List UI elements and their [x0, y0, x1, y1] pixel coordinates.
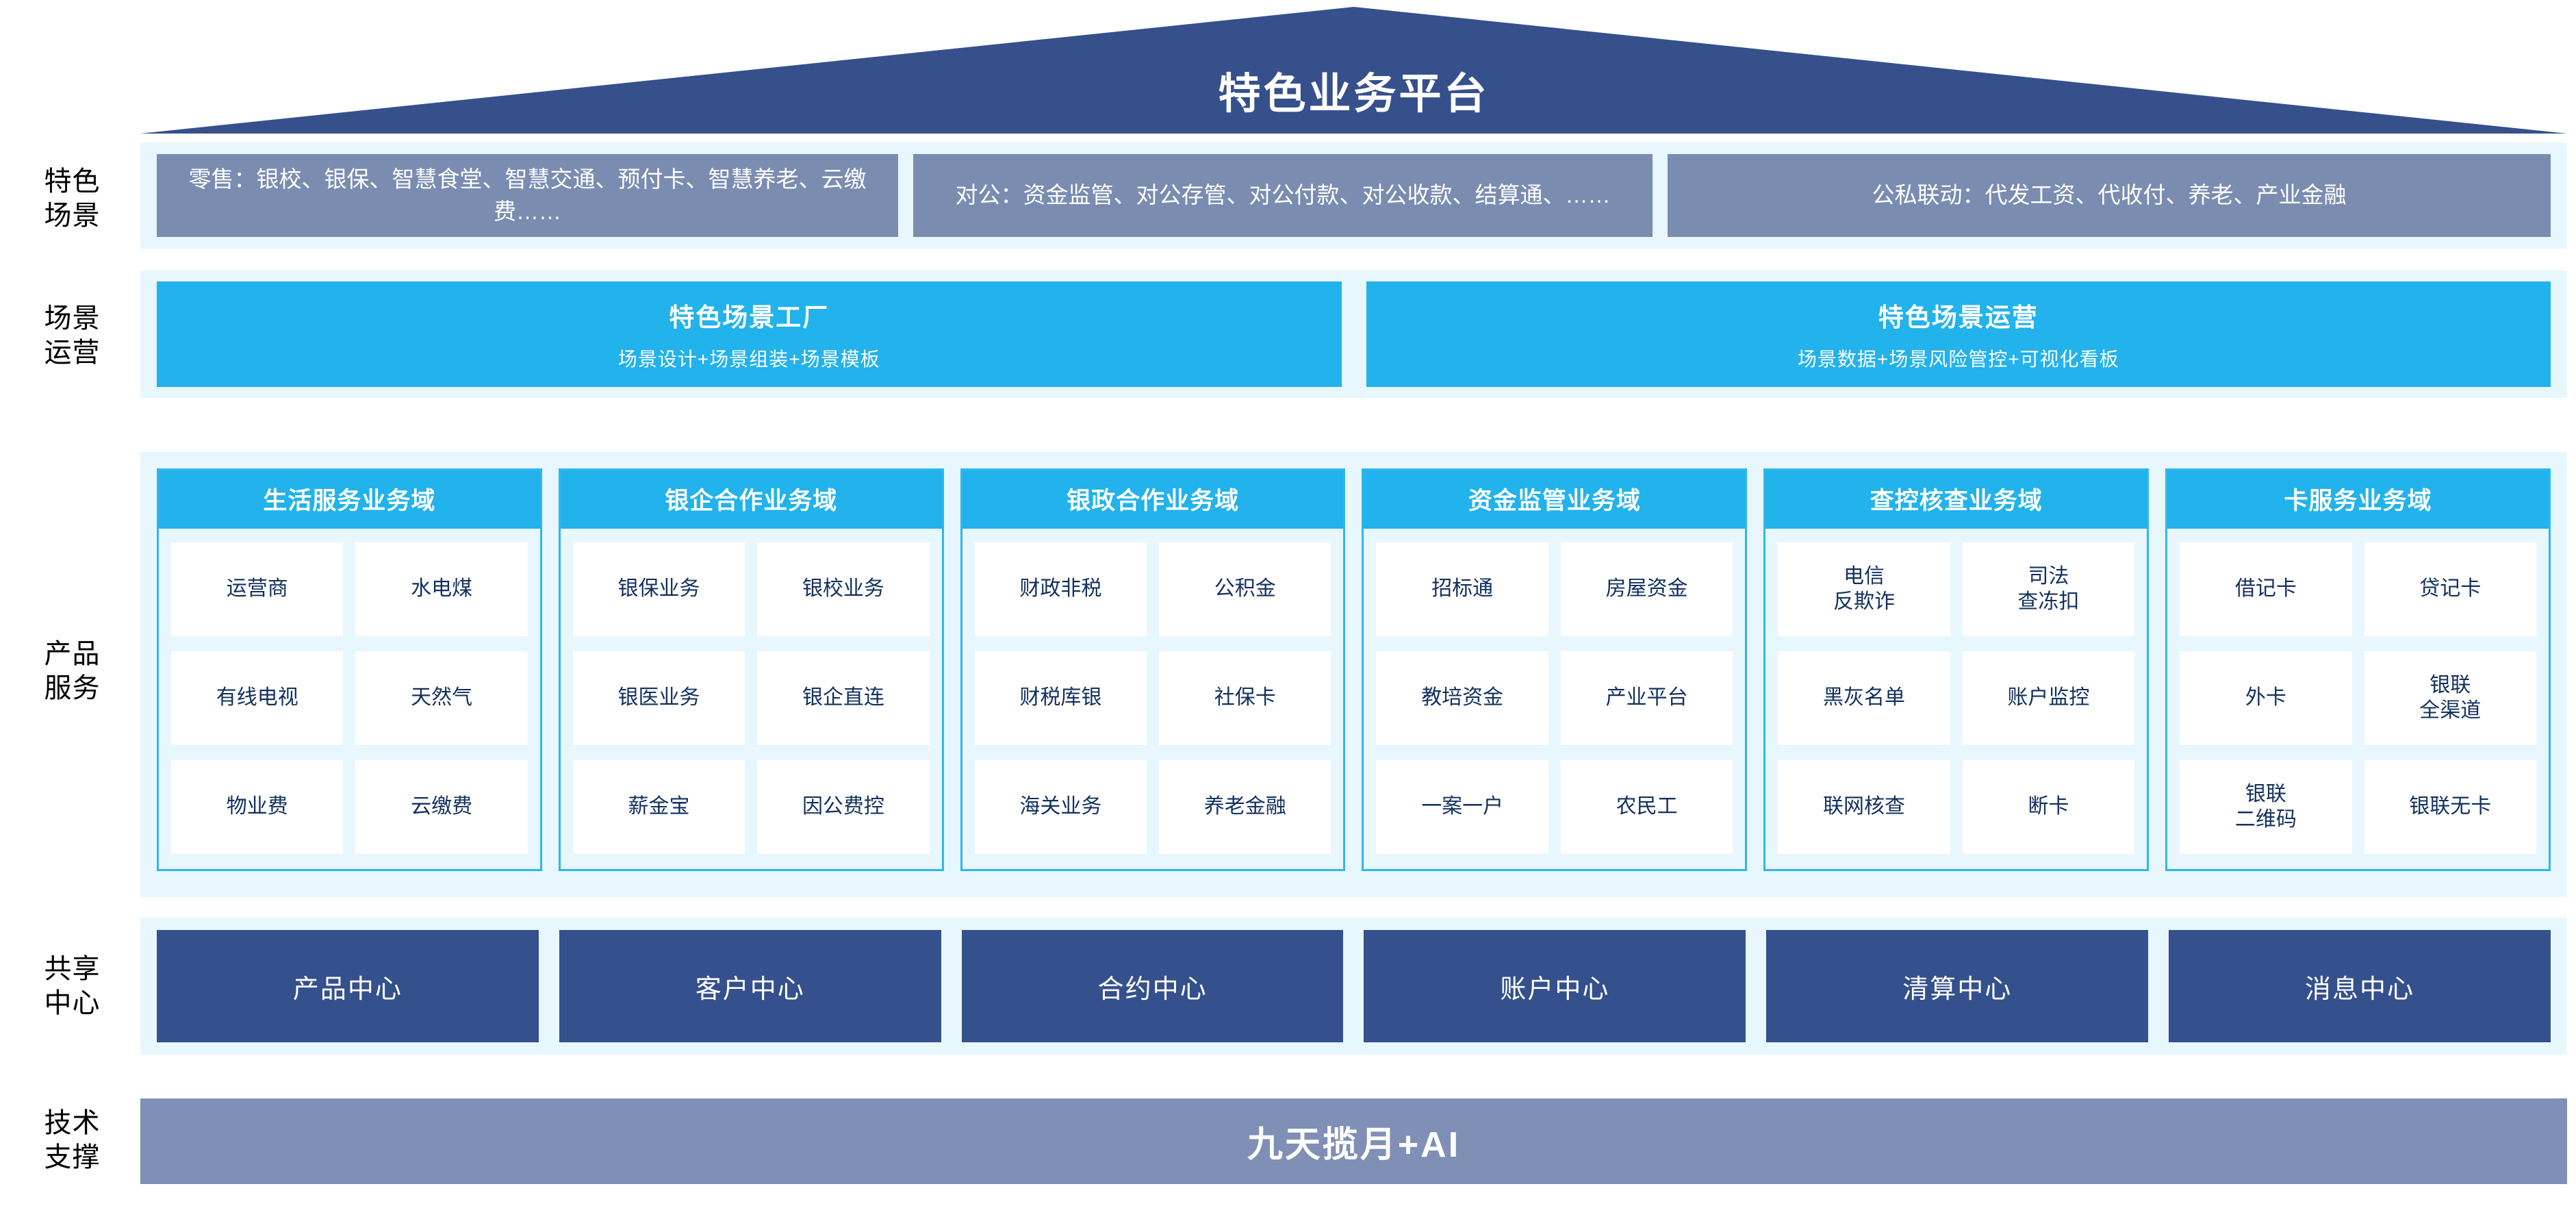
domain-title: 查控核查业务域 [1765, 470, 2147, 529]
domain-item[interactable]: 财政非税 [974, 542, 1147, 636]
domain-item[interactable]: 物业费 [171, 760, 344, 854]
domain-item[interactable]: 养老金融 [1159, 760, 1331, 854]
scenario-card-retail[interactable]: 零售：银校、银保、智慧食堂、智慧交通、预付卡、智慧养老、云缴费…… [157, 154, 898, 237]
domain-item[interactable]: 贷记卡 [2364, 542, 2536, 636]
operation-subtitle: 场景数据+场景风险管控+可视化看板 [1797, 349, 2119, 370]
domain-item[interactable]: 银联无卡 [2364, 760, 2536, 854]
domain-item[interactable]: 银企直连 [757, 651, 930, 745]
domain-item-grid: 电信 反欺诈 司法 查冻扣 黑灰名单 账户监控 联网核查 断卡 [1765, 529, 2147, 869]
domain-item[interactable]: 云缴费 [355, 760, 528, 854]
operation-card-scenario-factory[interactable]: 特色场景工厂 场景设计+场景组装+场景模板 [157, 281, 1342, 387]
domain-item[interactable]: 因公费控 [757, 760, 930, 854]
domain-item[interactable]: 银联 二维码 [2180, 760, 2352, 854]
domain-item[interactable]: 联网核查 [1778, 760, 1950, 854]
scenario-card-corporate[interactable]: 对公：资金监管、对公存管、对公付款、对公收款、结算通、…… [913, 154, 1653, 237]
domain-title: 资金监管业务域 [1364, 470, 1746, 529]
domain-item[interactable]: 外卡 [2180, 651, 2352, 745]
domain-card-investigation-control[interactable]: 查控核查业务域 电信 反欺诈 司法 查冻扣 黑灰名单 账户监控 联网核查 断卡 [1763, 468, 2150, 871]
product-domains-row: 生活服务业务域 运营商 水电煤 有线电视 天然气 物业费 云缴费 银企合作业务域… [157, 468, 2551, 871]
domain-item[interactable]: 公积金 [1159, 542, 1331, 636]
domain-title: 生活服务业务域 [159, 470, 540, 529]
domain-card-life-service[interactable]: 生活服务业务域 运营商 水电煤 有线电视 天然气 物业费 云缴费 [157, 468, 542, 871]
scenarios-row: 零售：银校、银保、智慧食堂、智慧交通、预付卡、智慧养老、云缴费…… 对公：资金监… [157, 154, 2551, 237]
domain-item[interactable]: 社保卡 [1159, 651, 1331, 745]
domain-item-grid: 借记卡 贷记卡 外卡 银联 全渠道 银联 二维码 银联无卡 [2167, 529, 2549, 869]
domain-item[interactable]: 教培资金 [1376, 651, 1548, 745]
platform-roof-banner: 特色业务平台 [140, 7, 2567, 134]
domain-item[interactable]: 黑灰名单 [1778, 651, 1950, 745]
shared-center-message[interactable]: 消息中心 [2169, 930, 2551, 1042]
domain-item[interactable]: 招标通 [1376, 542, 1548, 636]
domain-item-grid: 财政非税 公积金 财税库银 社保卡 海关业务 养老金融 [962, 529, 1344, 869]
domain-item-grid: 运营商 水电煤 有线电视 天然气 物业费 云缴费 [159, 529, 540, 869]
domain-card-card-service[interactable]: 卡服务业务域 借记卡 贷记卡 外卡 银联 全渠道 银联 二维码 银联无卡 [2165, 468, 2551, 871]
domain-item[interactable]: 运营商 [171, 542, 344, 636]
row-label-products: 产品 服务 [44, 639, 101, 703]
domain-card-bank-enterprise[interactable]: 银企合作业务域 银保业务 银校业务 银医业务 银企直连 薪金宝 因公费控 [558, 468, 944, 871]
domain-title: 银政合作业务域 [962, 470, 1344, 529]
shared-center-customer[interactable]: 客户中心 [559, 930, 941, 1042]
domain-item[interactable]: 天然气 [355, 651, 528, 745]
shared-centers-row: 产品中心 客户中心 合约中心 账户中心 清算中心 消息中心 [157, 930, 2551, 1042]
operations-band: 特色场景工厂 场景设计+场景组装+场景模板 特色场景运营 场景数据+场景风险管控… [140, 271, 2567, 398]
technical-support-bar: 九天揽月+AI [140, 1098, 2567, 1184]
domain-item[interactable]: 借记卡 [2180, 542, 2352, 636]
domain-item[interactable]: 电信 反欺诈 [1778, 542, 1950, 636]
domain-item[interactable]: 财税库银 [974, 651, 1147, 745]
domain-item[interactable]: 断卡 [1962, 760, 2135, 854]
row-label-technical: 技术 支撑 [44, 1108, 101, 1172]
domain-item[interactable]: 账户监控 [1962, 651, 2135, 745]
domain-item[interactable]: 海关业务 [974, 760, 1147, 854]
domain-item[interactable]: 有线电视 [171, 651, 344, 745]
domain-item[interactable]: 银校业务 [757, 542, 930, 636]
product-domains-band: 生活服务业务域 运营商 水电煤 有线电视 天然气 物业费 云缴费 银企合作业务域… [140, 452, 2567, 897]
scenario-card-linkage[interactable]: 公私联动：代发工资、代收付、养老、产业金融 [1668, 154, 2551, 237]
operation-card-scenario-operation[interactable]: 特色场景运营 场景数据+场景风险管控+可视化看板 [1366, 281, 2551, 387]
domain-card-bank-government[interactable]: 银政合作业务域 财政非税 公积金 财税库银 社保卡 海关业务 养老金融 [960, 468, 1346, 871]
domain-item[interactable]: 农民工 [1560, 760, 1733, 854]
domain-item[interactable]: 产业平台 [1560, 651, 1733, 745]
shared-center-product[interactable]: 产品中心 [157, 930, 539, 1042]
domain-card-fund-supervision[interactable]: 资金监管业务域 招标通 房屋资金 教培资金 产业平台 一案一户 农民工 [1362, 468, 1748, 871]
operation-subtitle: 场景设计+场景组装+场景模板 [617, 349, 880, 370]
domain-item-grid: 银保业务 银校业务 银医业务 银企直连 薪金宝 因公费控 [561, 529, 942, 869]
domain-item[interactable]: 一案一户 [1376, 760, 1548, 854]
scenarios-band: 零售：银校、银保、智慧食堂、智慧交通、预付卡、智慧养老、云缴费…… 对公：资金监… [140, 142, 2567, 249]
domain-title: 卡服务业务域 [2167, 470, 2549, 529]
shared-center-account[interactable]: 账户中心 [1364, 930, 1746, 1042]
domain-item-grid: 招标通 房屋资金 教培资金 产业平台 一案一户 农民工 [1364, 529, 1745, 869]
row-label-scenarios: 特色 场景 [44, 166, 101, 231]
domain-item[interactable]: 水电煤 [355, 542, 528, 636]
shared-center-contract[interactable]: 合约中心 [961, 930, 1344, 1042]
domain-item[interactable]: 银联 全渠道 [2364, 651, 2536, 745]
shared-center-clearing[interactable]: 清算中心 [1766, 930, 2149, 1042]
operation-title: 特色场景运营 [1878, 303, 2039, 331]
row-label-operations: 场景 运营 [44, 303, 101, 368]
operations-row: 特色场景工厂 场景设计+场景组装+场景模板 特色场景运营 场景数据+场景风险管控… [157, 281, 2551, 387]
domain-item[interactable]: 银保业务 [572, 542, 745, 636]
domain-title: 银企合作业务域 [560, 470, 942, 529]
domain-item[interactable]: 房屋资金 [1560, 542, 1733, 636]
domain-item[interactable]: 银医业务 [572, 651, 745, 745]
page-title: 特色业务平台 [1218, 71, 1490, 118]
domain-item[interactable]: 司法 查冻扣 [1962, 542, 2135, 636]
row-label-centers: 共享 中心 [44, 954, 101, 1018]
domain-item[interactable]: 薪金宝 [572, 760, 745, 854]
operation-title: 特色场景工厂 [669, 303, 830, 331]
shared-centers-band: 产品中心 客户中心 合约中心 账户中心 清算中心 消息中心 [140, 918, 2567, 1055]
